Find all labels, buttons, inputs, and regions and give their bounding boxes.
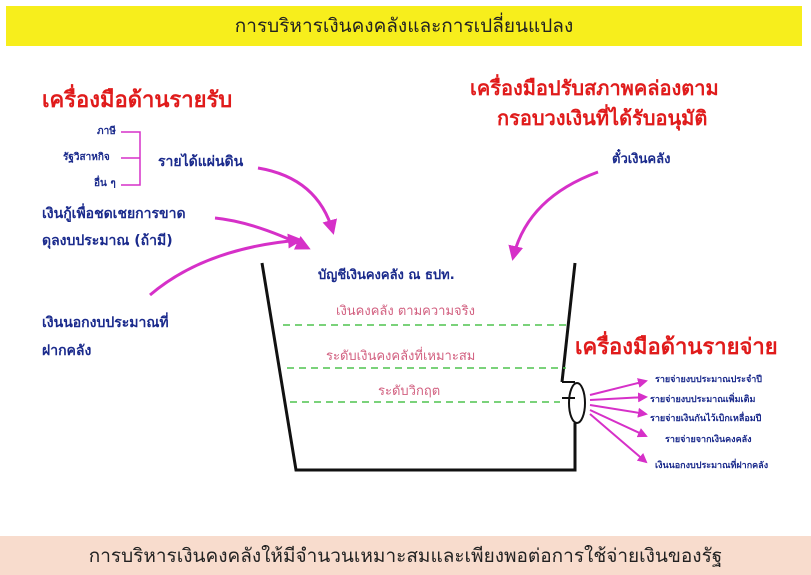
tank-right-wall bbox=[560, 262, 577, 383]
outflow-arrow-4 bbox=[589, 409, 648, 438]
outflow-arrow-2 bbox=[589, 392, 648, 403]
revenue-heading: เครื่องมือด้านรายรับ bbox=[42, 88, 233, 113]
source-state-enterprise: รัฐวิสาหกิจ bbox=[63, 152, 110, 163]
outflow-arrow-1 bbox=[589, 378, 648, 396]
arrow-offbudget bbox=[149, 233, 303, 297]
inflow-arrows bbox=[149, 166, 599, 297]
footer-text: การบริหารเงินคงคลังให้มีจำนวนเหมาะสมและเ… bbox=[88, 544, 723, 567]
land-revenue-label: รายได้แผ่นดิน bbox=[158, 154, 244, 170]
expenditure-heading: เครื่องมือด้านรายจ่าย bbox=[575, 335, 778, 360]
tank bbox=[260, 262, 586, 472]
arrow-tbill bbox=[508, 170, 599, 261]
loan-label-line1: เงินกู้เพื่อชดเชยการขาด bbox=[42, 206, 186, 222]
offbudget-label-line2: ฝากคลัง bbox=[42, 343, 92, 359]
outflow-arrows bbox=[589, 378, 648, 464]
tank-outlet bbox=[568, 382, 586, 424]
arrow-land-revenue bbox=[257, 166, 338, 235]
expenditure-item-1: รายจ่ายงบประมาณประจำปี bbox=[655, 375, 763, 385]
source-other: อื่น ๆ bbox=[94, 178, 116, 189]
expenditure-item-4: รายจ่ายจากเงินคงคลัง bbox=[665, 435, 752, 445]
expenditure-item-5: เงินนอกงบประมาณที่ฝากคลัง bbox=[655, 461, 769, 471]
outflow-arrow-3 bbox=[589, 404, 648, 418]
title-banner: การบริหารเงินคงคลังและการเปลี่ยนแปลง bbox=[6, 6, 802, 46]
level-lines bbox=[283, 324, 566, 403]
expenditure-item-2: รายจ่ายงบประมาณเพิ่มเติม bbox=[650, 395, 756, 405]
outflow-arrow-5 bbox=[589, 413, 648, 464]
loan-label-line2: ดุลงบประมาณ (ถ้ามี) bbox=[42, 233, 173, 249]
page-title: การบริหารเงินคงคลังและการเปลี่ยนแปลง bbox=[234, 15, 574, 37]
liquidity-heading-line2: กรอบวงเงินที่ได้รับอนุมัติ bbox=[497, 106, 708, 130]
level-label-optimal: ระดับเงินคงคลังที่เหมาะสม bbox=[326, 349, 476, 364]
tank-body bbox=[260, 262, 577, 472]
liquidity-heading-line1: เครื่องมือปรับสภาพคล่องตาม bbox=[470, 76, 719, 100]
expenditure-item-3: รายจ่ายเงินกันไว้เบิกเหลื่อมปี bbox=[650, 414, 762, 424]
footer-banner: การบริหารเงินคงคลังให้มีจำนวนเหมาะสมและเ… bbox=[0, 536, 811, 575]
offbudget-label-line1: เงินนอกงบประมาณที่ bbox=[42, 315, 169, 331]
treasury-bill-label: ตั๋วเงินคลัง bbox=[612, 152, 671, 167]
level-label-actual: เงินคงคลัง ตามความจริง bbox=[336, 304, 475, 319]
tank-account-label: บัญชีเงินคงคลัง ณ ธปท. bbox=[318, 268, 455, 283]
level-label-critical: ระดับวิกฤต bbox=[378, 384, 441, 399]
arrow-loan bbox=[214, 216, 311, 250]
source-tax: ภาษี bbox=[97, 126, 116, 137]
source-bracket bbox=[121, 131, 141, 186]
